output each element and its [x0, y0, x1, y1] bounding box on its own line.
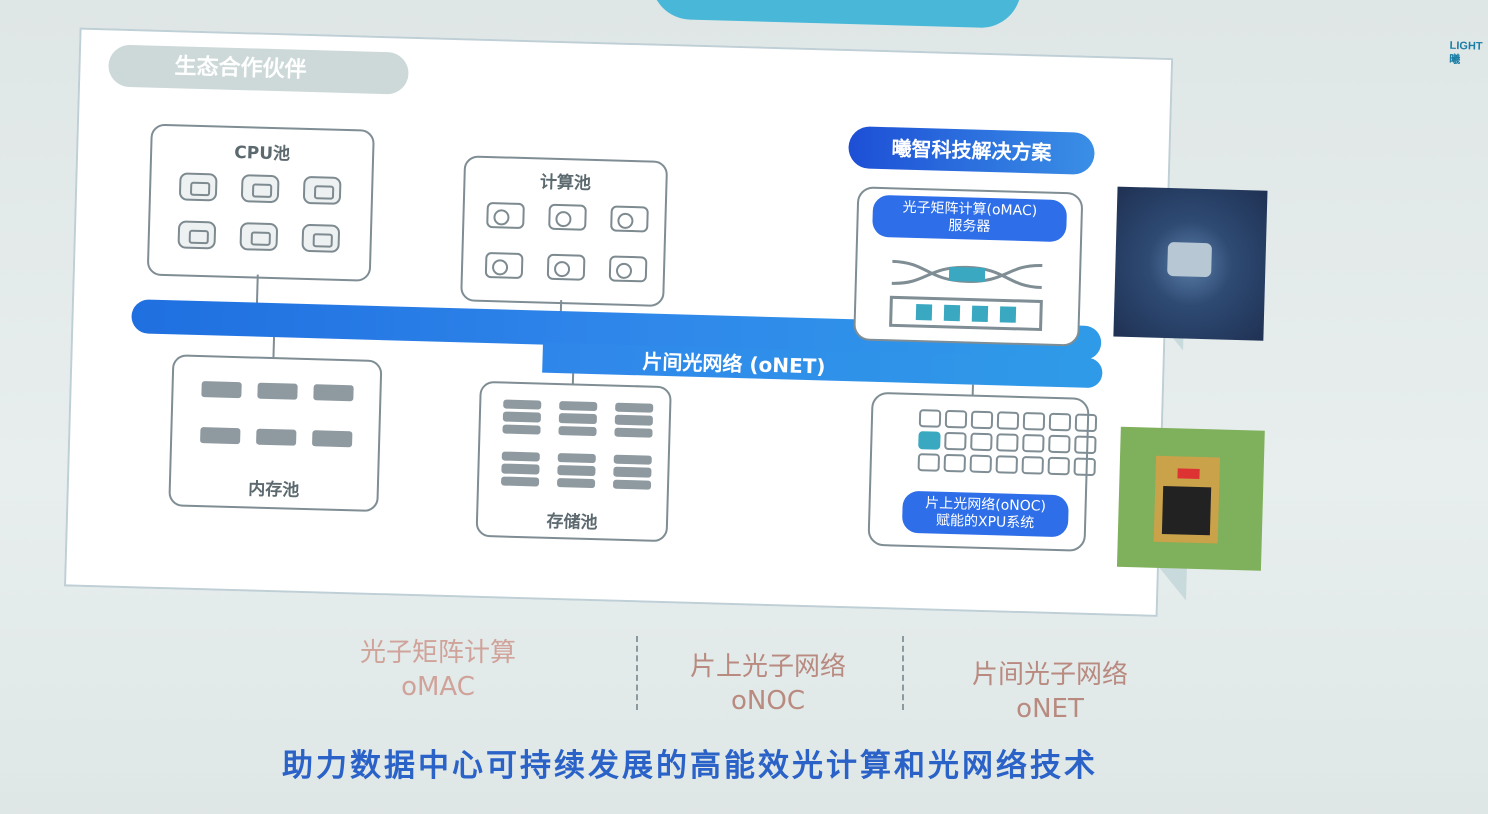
memory-pool-box: 内存池 [168, 354, 383, 513]
onet-summary: 片间光子网络 oNET [971, 660, 1128, 724]
cpu-chip-icon [178, 172, 218, 202]
architecture-panel: 生态合作伙伴 CPU池 计算池 [63, 27, 1190, 617]
memory-stick-icon [312, 430, 353, 448]
eco-partners-title: 生态合作伙伴 [107, 44, 410, 95]
onoc-summary: 片上光子网络 oNOC [689, 652, 846, 716]
solution-title: 曦智科技解决方案 [847, 126, 1096, 175]
gpu-card-icon [610, 205, 649, 233]
memory-stick-icon [256, 428, 297, 446]
storage-pool-label: 存储池 [546, 511, 598, 534]
divider [636, 636, 638, 710]
gpu-card-icon [548, 203, 587, 231]
server-rack-icon [500, 451, 540, 487]
server-rack-icon [612, 454, 652, 490]
compute-pool-box: 计算池 [460, 155, 669, 307]
chip-photo [1116, 426, 1265, 571]
cpu-pool-label: CPU池 [234, 142, 291, 165]
memory-stick-icon [201, 381, 242, 399]
gpu-card-icon [486, 201, 525, 230]
gpu-card-icon [608, 255, 648, 283]
cpu-chip-icon [240, 174, 280, 204]
server-photo [1113, 186, 1268, 341]
onoc-xpu-label: 片上光网络(oNOC) 赋能的XPU系统 [901, 490, 1069, 538]
divider [902, 636, 904, 710]
photonic-interferometer-icon [889, 259, 1043, 332]
omac-server-box: 光子矩阵计算(oMAC) 服务器 [853, 186, 1084, 347]
cpu-chip-icon [239, 222, 279, 252]
cpu-chip-icon [302, 175, 342, 205]
connector-line [272, 337, 276, 360]
cpu-chip-icon [301, 223, 341, 253]
omac-summary: 光子矩阵计算 oMAC [359, 638, 516, 702]
mesh-network-icon [917, 409, 1098, 477]
storage-pool-box: 存储池 [475, 380, 672, 543]
gpu-card-icon [546, 253, 586, 281]
gpu-card-icon [484, 251, 524, 280]
compute-pool-label: 计算池 [539, 172, 592, 194]
connector-line [255, 274, 259, 305]
omac-server-label: 光子矩阵计算(oMAC) 服务器 [872, 194, 1068, 243]
memory-pool-label: 内存池 [247, 479, 300, 501]
slide-tagline: 助力数据中心可持续发展的高能效光计算和光网络技术 [282, 748, 1098, 784]
memory-stick-icon [257, 382, 298, 400]
server-rack-icon [556, 453, 596, 489]
memory-stick-icon [313, 384, 354, 402]
server-rack-icon [558, 401, 598, 437]
cpu-pool-box: CPU池 [146, 123, 375, 282]
server-rack-icon [614, 402, 654, 438]
cpu-chip-icon [177, 220, 217, 250]
top-banner [650, 0, 1023, 29]
onoc-xpu-box: 片上光网络(oNOC) 赋能的XPU系统 [867, 391, 1098, 552]
memory-stick-icon [200, 427, 241, 445]
onet-bar-label: 片间光网络 (oNET) [642, 349, 826, 379]
technology-summary-row: 光子矩阵计算 oMAC 片上光子网络 oNOC 片间光子网络 oNET [0, 636, 1488, 724]
corner-logo: LIGHT 曦 [1449, 39, 1483, 67]
server-rack-icon [502, 399, 542, 435]
